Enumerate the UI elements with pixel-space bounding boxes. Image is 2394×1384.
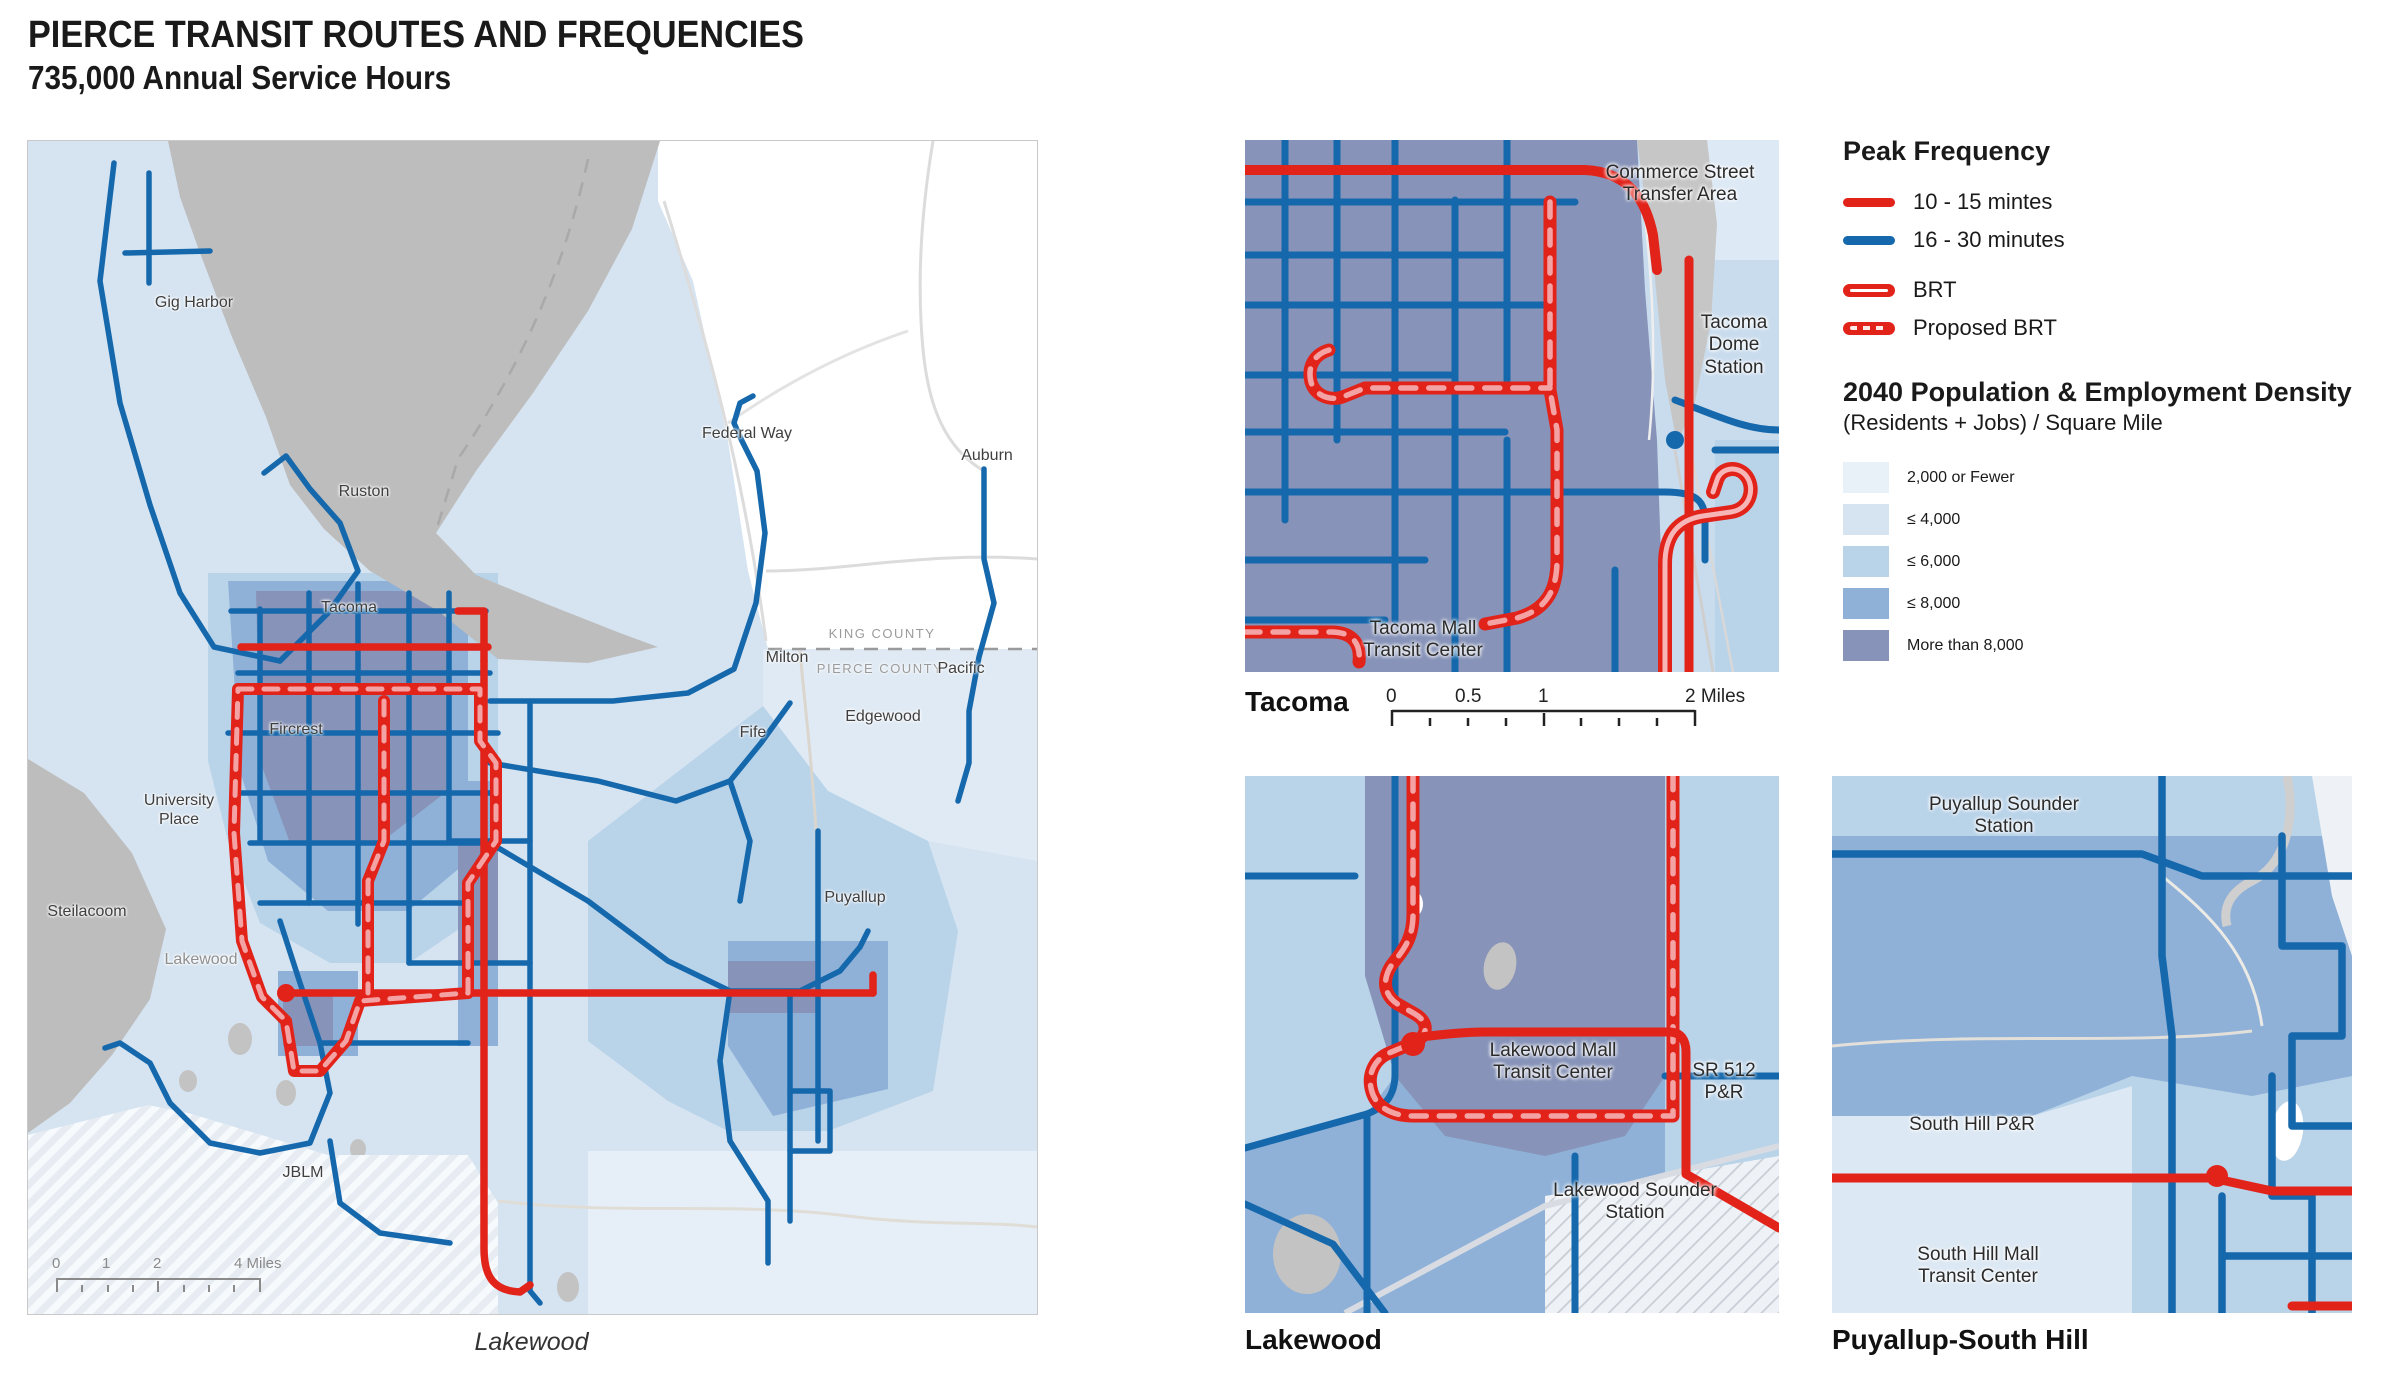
tacoma-label-dome: Tacoma Dome Station bbox=[1700, 312, 1768, 378]
legend-density-class-2: ≤ 4,000 bbox=[1843, 504, 2388, 536]
puyallup-label-park-ride: South Hill P&R bbox=[1909, 1114, 2035, 1135]
map-label-king-county: KING COUNTY bbox=[828, 626, 936, 641]
scale-tick-2: 2 bbox=[153, 1255, 162, 1272]
tacoma-label-commerce: Commerce Street Transfer Area bbox=[1605, 162, 1755, 206]
legend-density-class-3: ≤ 6,000 bbox=[1843, 546, 2388, 578]
map-label-pierce-county: PIERCE COUNTY bbox=[816, 661, 944, 676]
map-label-ruston: Ruston bbox=[338, 483, 390, 500]
main-map-caption: Lakewood bbox=[474, 1328, 589, 1356]
map-label-puyallup: Puyallup bbox=[824, 889, 886, 906]
main-map-art bbox=[28, 141, 1037, 1314]
scale-tick-4: 4 Miles bbox=[234, 1255, 282, 1272]
density-swatch-5 bbox=[1843, 630, 1889, 662]
legend-item-10-15: 10 - 15 mintes bbox=[1843, 183, 2388, 221]
map-label-fife: Fife bbox=[739, 724, 767, 741]
page-title-line2: 735,000 Annual Service Hours bbox=[28, 58, 452, 96]
legend-density-title: 2040 Population & Employment Density bbox=[1843, 377, 2352, 407]
map-label-milton: Milton bbox=[765, 649, 809, 666]
density-label: ≤ 6,000 bbox=[1907, 552, 1961, 570]
blue-line-symbol bbox=[1843, 235, 1895, 245]
puyallup-label-mall: South Hill Mall Transit Center bbox=[1917, 1244, 2039, 1288]
tacoma-scalebar: 0 0.5 1 2 Miles bbox=[1385, 686, 1775, 732]
tacoma-label-mall: Tacoma Mall Transit Center bbox=[1363, 618, 1483, 662]
map-label-gig-harbor: Gig Harbor bbox=[154, 294, 234, 311]
map-label-pacific: Pacific bbox=[937, 660, 985, 677]
lakewood-inset-panel: Lakewood Mall Transit Center SR 512 P&R … bbox=[1245, 776, 1779, 1313]
map-label-federal-way: Federal Way bbox=[701, 425, 793, 442]
page-title-line1: PIERCE TRANSIT ROUTES AND FREQUENCIES bbox=[28, 14, 804, 56]
map-label-auburn: Auburn bbox=[961, 447, 1013, 464]
density-label: ≤ 4,000 bbox=[1907, 510, 1961, 528]
page-title: PIERCE TRANSIT ROUTES AND FREQUENCIES 73… bbox=[28, 14, 890, 97]
map-label-tacoma: Tacoma bbox=[320, 599, 378, 616]
puyallup-inset-caption: Puyallup-South Hill bbox=[1832, 1324, 2089, 1355]
map-label-steilacoom: Steilacoom bbox=[47, 903, 127, 920]
map-label-jblm: JBLM bbox=[282, 1164, 324, 1181]
tacoma-inset-panel: Commerce Street Transfer Area Tacoma Dom… bbox=[1245, 140, 1779, 672]
lakewood-label-sounder: Lakewood Sounder Station bbox=[1553, 1180, 1717, 1224]
scale-ruler bbox=[56, 1278, 261, 1292]
puyallup-inset-panel: Puyallup Sounder Station South Hill P&R … bbox=[1832, 776, 2352, 1313]
tacoma-inset-art bbox=[1245, 140, 1779, 672]
puyallup-label-sounder: Puyallup Sounder Station bbox=[1929, 794, 2079, 838]
map-label-fircrest: Fircrest bbox=[269, 721, 323, 738]
main-map-panel: Gig Harbor Ruston Tacoma Federal Way Aub… bbox=[27, 140, 1038, 1315]
lakewood-label-mall: Lakewood Mall Transit Center bbox=[1489, 1040, 1617, 1084]
legend-item-label: BRT bbox=[1913, 277, 1957, 302]
density-label: 2,000 or Fewer bbox=[1907, 468, 2015, 486]
main-map-scalebar: 0 1 2 4 Miles bbox=[52, 1255, 316, 1299]
lakewood-label-sr512: SR 512 P&R bbox=[1692, 1060, 1756, 1104]
brt-line-symbol bbox=[1843, 283, 1895, 297]
scale-ruler bbox=[1390, 709, 1697, 726]
density-swatch-3 bbox=[1843, 546, 1889, 578]
legend-density-class-4: ≤ 8,000 bbox=[1843, 588, 2388, 620]
legend-item-brt: BRT bbox=[1843, 271, 2388, 309]
scale-tick-1: 1 bbox=[1538, 686, 1549, 707]
legend-density-subtitle: (Residents + Jobs) / Square Mile bbox=[1843, 410, 2163, 436]
density-label: More than 8,000 bbox=[1907, 636, 2024, 654]
legend-item-label: 10 - 15 mintes bbox=[1913, 189, 2053, 214]
legend-item-label: Proposed BRT bbox=[1913, 315, 2057, 340]
map-label-lakewood: Lakewood bbox=[164, 951, 238, 968]
density-label: ≤ 8,000 bbox=[1907, 594, 1961, 612]
lakewood-inset-caption: Lakewood bbox=[1245, 1324, 1382, 1355]
legend-density-class-5: More than 8,000 bbox=[1843, 630, 2388, 662]
density-swatch-4 bbox=[1843, 588, 1889, 620]
density-swatch-2 bbox=[1843, 504, 1889, 536]
legend-item-proposed-brt: Proposed BRT bbox=[1843, 309, 2388, 347]
red-line-symbol bbox=[1843, 197, 1895, 207]
density-swatch-1 bbox=[1843, 462, 1889, 494]
tacoma-inset-caption: Tacoma bbox=[1245, 686, 1349, 717]
legend-peak-title: Peak Frequency bbox=[1843, 136, 2051, 166]
legend-gap bbox=[1843, 259, 2388, 271]
scale-tick-0: 0 bbox=[1386, 686, 1397, 707]
lakewood-inset-art bbox=[1245, 776, 1779, 1313]
legend-item-label: 16 - 30 minutes bbox=[1913, 227, 2065, 252]
scale-tick-2: 2 Miles bbox=[1685, 686, 1746, 707]
legend-item-16-30: 16 - 30 minutes bbox=[1843, 221, 2388, 259]
legend: Peak Frequency 10 - 15 mintes 16 - 30 mi… bbox=[1843, 136, 2388, 672]
puyallup-inset-art bbox=[1832, 776, 2352, 1313]
legend-density-class-1: 2,000 or Fewer bbox=[1843, 462, 2388, 494]
scale-tick-0: 0 bbox=[52, 1255, 61, 1272]
map-label-university-place: University Place bbox=[143, 792, 215, 829]
scale-tick-05: 0.5 bbox=[1455, 686, 1482, 707]
proposed-brt-line-symbol bbox=[1843, 321, 1895, 335]
map-label-edgewood: Edgewood bbox=[845, 708, 921, 725]
scale-tick-1: 1 bbox=[102, 1255, 111, 1272]
